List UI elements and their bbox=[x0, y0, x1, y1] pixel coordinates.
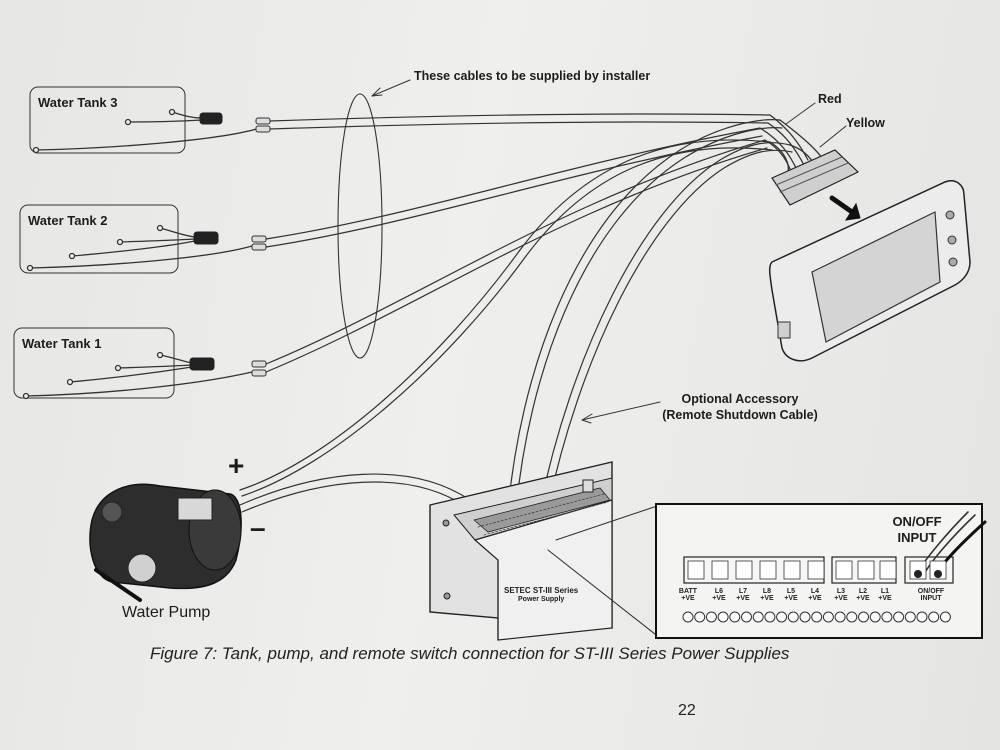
terminal-screw bbox=[834, 611, 846, 623]
installer-cables-callout: These cables to be supplied by installer bbox=[414, 69, 651, 83]
terminal-screw bbox=[822, 611, 834, 623]
terminal-screw bbox=[694, 611, 706, 623]
terminal-label: L1+VE bbox=[878, 588, 892, 602]
tank-1-connector bbox=[189, 357, 215, 371]
terminal-screw bbox=[705, 611, 717, 623]
terminal-label: L7+VE bbox=[736, 588, 750, 602]
terminal-screw bbox=[717, 611, 729, 623]
terminal-label: L8+VE bbox=[760, 588, 774, 602]
tank-1-cable bbox=[265, 139, 768, 373]
terminal-plug bbox=[771, 149, 860, 206]
positive-symbol: + bbox=[228, 450, 245, 481]
terminal-screw bbox=[764, 611, 776, 623]
tank-2-cable bbox=[265, 127, 763, 248]
terminal-screw bbox=[928, 611, 940, 623]
water-pump-label: Water Pump bbox=[122, 604, 211, 621]
plug-arrow bbox=[829, 195, 855, 215]
terminal-label: L5+VE bbox=[784, 588, 798, 602]
display-unit bbox=[768, 180, 971, 362]
tank-1-box bbox=[13, 327, 175, 399]
figure-caption: Figure 7: Tank, pump, and remote switch … bbox=[150, 644, 790, 663]
terminal-label: L4+VE bbox=[808, 588, 822, 602]
tank-1-probes bbox=[22, 351, 253, 400]
terminal-slot bbox=[783, 560, 801, 580]
terminal-screw bbox=[869, 611, 881, 623]
terminal-screw bbox=[858, 611, 869, 623]
tank-2-label: Water Tank 2 bbox=[28, 213, 108, 228]
terminal-screw bbox=[846, 611, 858, 623]
onoff-screw-a bbox=[914, 570, 922, 578]
optional-leader bbox=[581, 401, 661, 421]
yellow-wire-label: Yellow bbox=[846, 116, 885, 130]
terminal-label: L3+VE bbox=[834, 588, 848, 602]
tank-3-box bbox=[29, 86, 186, 154]
terminal-slot bbox=[835, 560, 853, 580]
terminal-screw bbox=[904, 611, 916, 623]
ps-supply-cables bbox=[507, 119, 793, 511]
terminal-screw bbox=[787, 611, 799, 623]
power-supply bbox=[429, 461, 613, 641]
terminal-label: L6+VE bbox=[712, 588, 726, 602]
terminal-screw bbox=[682, 611, 694, 623]
terminal-label: L2+VE bbox=[856, 588, 870, 602]
terminal-block-left bbox=[683, 556, 825, 584]
terminal-screw bbox=[811, 611, 823, 623]
terminal-slot bbox=[879, 560, 897, 580]
ps-label-line1: SETEC ST-III Series bbox=[504, 586, 579, 595]
onoff-input-label: ON/OFF INPUT bbox=[882, 514, 952, 546]
yellow-leader bbox=[819, 125, 847, 148]
tank-2-box bbox=[19, 204, 179, 274]
terminal-slot bbox=[735, 560, 753, 580]
red-wire-label: Red bbox=[818, 92, 842, 106]
installer-ellipse bbox=[337, 93, 383, 359]
optional-accessory-label: Optional Accessory bbox=[681, 392, 799, 406]
terminal-screw bbox=[752, 611, 764, 623]
tank-2-probes bbox=[26, 224, 253, 272]
terminal-slot bbox=[711, 560, 729, 580]
tank-3-cable bbox=[269, 113, 771, 130]
pump-negative-cable bbox=[239, 473, 471, 513]
onoff-line1: ON/OFF bbox=[892, 514, 942, 529]
terminal-screw bbox=[776, 611, 788, 623]
terminal-slot bbox=[687, 560, 705, 580]
tank-3-label: Water Tank 3 bbox=[38, 95, 118, 110]
installer-leader bbox=[371, 79, 411, 97]
terminal-screw bbox=[741, 611, 752, 623]
page-number: 22 bbox=[678, 702, 696, 719]
zoom-lines bbox=[547, 504, 661, 639]
terminal-screw bbox=[799, 611, 811, 623]
terminal-slot bbox=[759, 560, 777, 580]
tank-3-probes bbox=[32, 108, 261, 154]
terminal-slots bbox=[687, 560, 947, 580]
water-pump bbox=[89, 483, 242, 602]
terminal-screw bbox=[893, 611, 905, 623]
tank-3-connector bbox=[199, 112, 223, 125]
terminal-screw bbox=[729, 611, 741, 623]
terminal-screw bbox=[939, 611, 951, 623]
red-leader bbox=[785, 102, 816, 125]
terminal-slot bbox=[807, 560, 825, 580]
splice-joints bbox=[251, 117, 271, 377]
tank-2-connector bbox=[193, 231, 219, 245]
terminal-slot bbox=[857, 560, 875, 580]
terminal-screw bbox=[916, 611, 928, 623]
ps-label-line2: Power Supply bbox=[518, 596, 565, 603]
terminal-label: BATT+VE bbox=[678, 588, 698, 602]
terminal-screw bbox=[881, 611, 893, 623]
terminal-screws bbox=[682, 611, 951, 623]
tank-1-label: Water Tank 1 bbox=[22, 336, 102, 351]
remote-shutdown-label: (Remote Shutdown Cable) bbox=[662, 408, 818, 422]
onoff-line2: INPUT bbox=[897, 530, 937, 545]
negative-symbol: – bbox=[250, 512, 266, 543]
onoff-screw-b bbox=[934, 570, 942, 578]
